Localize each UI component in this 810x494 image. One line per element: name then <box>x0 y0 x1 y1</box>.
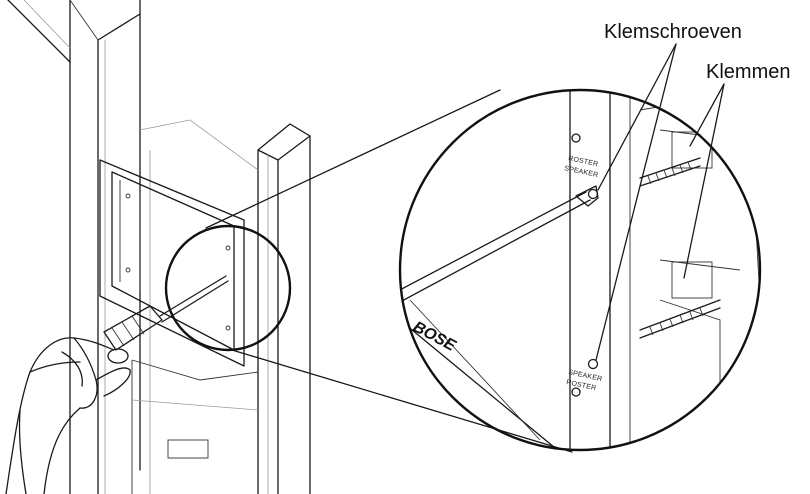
callout-screws-label: Klemschroeven <box>604 21 742 43</box>
terminal-screw-mid <box>587 188 599 200</box>
terminal-screw-bottom <box>571 387 581 397</box>
leader-lines-clamps <box>683 83 725 279</box>
wall-post-right <box>257 123 311 494</box>
zoom-line-top <box>205 89 501 229</box>
screwdriver-large <box>400 185 599 303</box>
detail-circle-small <box>164 224 292 352</box>
leader-lines-screws <box>595 43 677 361</box>
screwdriver-small <box>103 275 229 351</box>
terminal-screw-upper <box>571 133 581 143</box>
callout-clamps-label: Klemmen <box>706 61 790 83</box>
cabinet <box>131 119 259 494</box>
threaded-rod-top <box>639 157 701 187</box>
wall-plate <box>99 159 245 367</box>
terminal-screw-lower <box>587 358 599 370</box>
zoom-line-bottom <box>231 349 573 453</box>
hand <box>5 337 131 494</box>
threaded-rod-bottom <box>639 299 721 339</box>
